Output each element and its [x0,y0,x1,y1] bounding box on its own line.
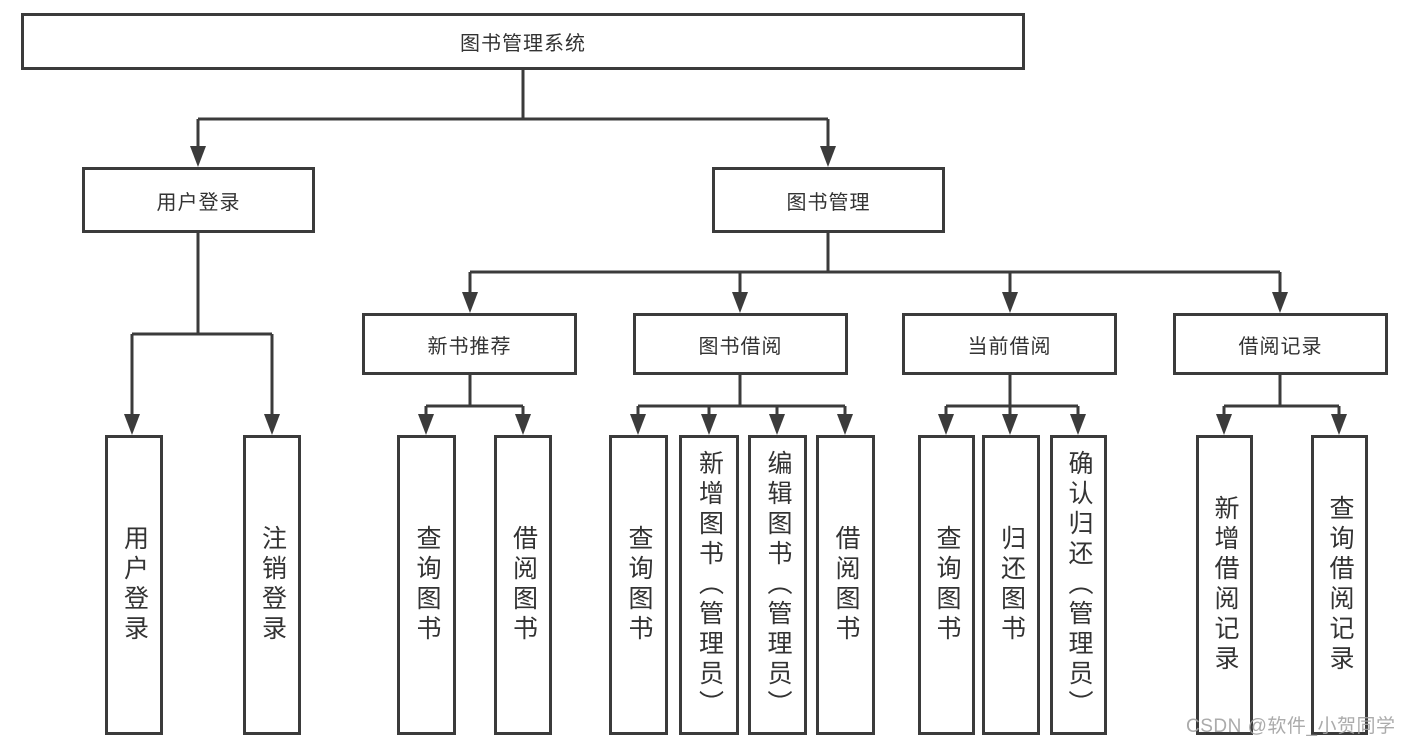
node-label: 图书管理系统 [460,33,586,55]
arrowhead [264,414,280,435]
arrowhead [1002,292,1018,313]
leaf-return-books: 归还图书 [982,435,1040,735]
node-label: 编辑图书（管理员） [764,450,792,720]
node-label: 图书管理 [786,191,871,214]
node-book-management: 图书管理 [712,167,945,233]
node-label: 查询图书 [413,525,441,645]
arrowhead [1002,414,1018,435]
node-label: 查询图书 [625,525,653,645]
leaf-confirm-return-admin: 确认归还（管理员） [1050,435,1107,735]
node-label: 归还图书 [997,525,1026,645]
leaf-query-books-recommend: 查询图书 [397,435,456,735]
node-label: 图书借阅 [698,335,783,358]
leaf-borrow-books: 借阅图书 [816,435,875,735]
arrowhead [1070,414,1086,435]
node-label: 当前借阅 [967,335,1052,358]
arrowhead [418,414,434,435]
connector-borrow-records-to-leaves [1222,375,1341,418]
node-borrow-records: 借阅记录 [1173,313,1388,375]
arrowhead [769,414,785,435]
node-library-management-system: 图书管理系统 [21,13,1025,70]
arrowhead [1272,292,1288,313]
node-label: 新增图书（管理员） [695,450,724,720]
connector-root-to-level2 [196,70,830,150]
node-label: 借阅记录 [1238,335,1323,358]
arrowheads [124,146,1347,435]
leaf-add-books-admin: 新增图书（管理员） [679,435,739,735]
leaf-edit-books-admin: 编辑图书（管理员） [748,435,807,735]
node-label: 新增借阅记录 [1211,495,1239,675]
node-new-book-recommend: 新书推荐 [362,313,577,375]
connector-user-login-to-leaves [130,233,274,418]
node-label: 注销登录 [258,525,287,645]
node-label: 查询图书 [933,525,961,645]
node-book-borrow: 图书借阅 [633,313,848,375]
csdn-watermark: CSDN @软件_小贺同学 [1186,716,1396,737]
node-current-borrow: 当前借阅 [902,313,1117,375]
leaf-query-borrow-record: 查询借阅记录 [1311,435,1368,735]
arrowhead [190,146,206,167]
connector-new-book-recommend-to-leaves [424,375,525,418]
node-label: 新书推荐 [427,335,512,358]
leaf-borrow-books-recommend: 借阅图书 [494,435,552,735]
node-label: 借阅图书 [509,525,538,645]
connector-book-management-to-level3 [468,233,1282,296]
arrowhead [701,414,717,435]
connector-current-borrow-to-leaves [944,375,1080,418]
arrowhead [1331,414,1347,435]
arrowhead [124,414,140,435]
arrowhead [820,146,836,167]
node-label: 用户登录 [120,525,149,645]
leaf-query-books-borrow: 查询图书 [609,435,668,735]
leaf-query-books-current: 查询图书 [918,435,975,735]
node-label: 查询借阅记录 [1326,495,1354,675]
node-label: 确认归还（管理员） [1065,450,1093,720]
leaf-user-login: 用户登录 [105,435,163,735]
arrowhead [462,292,478,313]
arrowhead [938,414,954,435]
arrowhead [515,414,531,435]
leaf-logout: 注销登录 [243,435,301,735]
arrowhead [732,292,748,313]
arrowhead [630,414,646,435]
node-user-login: 用户登录 [82,167,315,233]
leaf-add-borrow-record: 新增借阅记录 [1196,435,1253,735]
arrowhead [1216,414,1232,435]
arrowhead [837,414,853,435]
node-label: 用户登录 [156,191,241,214]
connector-book-borrow-to-leaves [636,375,847,418]
node-label: 借阅图书 [832,525,860,645]
